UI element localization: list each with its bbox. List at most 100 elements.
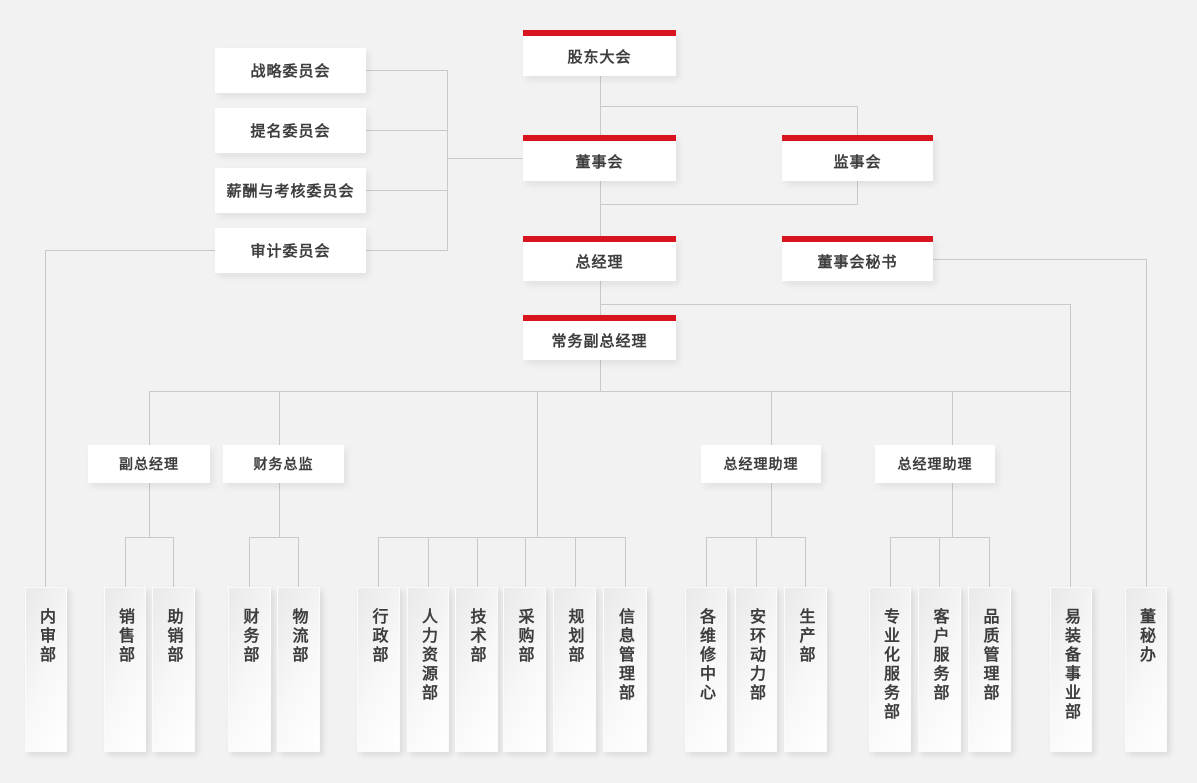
node-board-of-directors: 董事会 [523,135,676,181]
node-gm-assistant-1: 总经理助理 [701,445,821,483]
connector-line [771,391,772,445]
connector-line [173,537,174,587]
connector-line [378,537,379,587]
node-deputy-gm: 副总经理 [88,445,210,483]
connector-line [525,537,526,587]
connector-line [625,537,626,587]
connector-line [933,259,1146,260]
connector-line [149,391,1070,392]
connector-line [857,106,858,135]
connector-line [890,537,989,538]
connector-line [447,70,448,251]
node-label: 审计委员会 [250,242,331,260]
node-supervisory-board: 监事会 [782,135,933,181]
node-label: 董事会秘书 [817,253,898,271]
connector-line [600,106,858,107]
connector-line [366,70,447,71]
connector-line [600,360,601,391]
connector-line [706,537,707,587]
connector-line [857,181,858,204]
node-label: 总经理助理 [897,457,973,473]
dept-label: 信息管理部 [616,608,635,703]
connector-line [249,537,250,587]
connector-line [771,483,772,537]
dept-box: 技术部 [455,587,498,752]
node-general-manager: 总经理 [523,236,676,281]
connector-line [939,537,940,587]
connector-line [989,537,990,587]
connector-line [575,537,576,587]
dept-box: 行政部 [357,587,400,752]
connector-line [600,204,858,205]
dept-label: 人力资源部 [419,608,438,703]
dept-box: 物流部 [277,587,320,752]
dept-label: 销售部 [116,608,135,665]
dept-label: 品质管理部 [980,608,1000,703]
connector-line [706,537,805,538]
node-board-secretary: 董事会秘书 [782,236,933,281]
dept-box: 助销部 [152,587,195,752]
node-nomination-committee: 提名委员会 [215,108,366,153]
dept-label: 董秘办 [1137,608,1156,665]
dept-label: 规划部 [565,608,585,665]
dept-box: 规划部 [553,587,596,752]
connector-line [952,391,953,445]
node-label: 战略委员会 [250,62,331,80]
connector-line [805,537,806,587]
node-strategy-committee: 战略委员会 [215,48,366,93]
dept-label: 易装备事业部 [1062,608,1081,722]
connector-line [477,537,478,587]
node-label: 常务副总经理 [551,332,648,350]
connector-line [125,537,126,587]
dept-label: 专业化服务部 [881,608,900,722]
connector-line [249,537,299,538]
dept-box: 人力资源部 [407,587,449,752]
connector-line [279,391,280,445]
dept-label: 行政部 [369,608,389,665]
node-label: 董事会 [575,152,624,171]
node-label: 总经理助理 [723,457,799,473]
connector-line [600,281,601,315]
dept-label: 财务部 [240,608,260,665]
node-executive-deputy-gm: 常务副总经理 [523,315,676,360]
node-remuneration-committee: 薪酬与考核委员会 [215,168,366,213]
node-shareholders-meeting: 股东大会 [523,30,676,76]
connector-line [149,391,150,445]
connector-line [890,537,891,587]
connector-line [45,250,215,251]
dept-box: 董秘办 [1125,587,1167,752]
connector-line [125,537,173,538]
node-label: 副总经理 [119,457,179,473]
connector-line [366,250,447,251]
connector-line [756,537,757,587]
node-finance-director: 财务总监 [223,445,344,483]
connector-line [366,130,447,131]
connector-line [600,181,601,236]
dept-label: 助销部 [164,608,184,665]
dept-box: 各维修中心 [685,587,727,752]
dept-label: 技术部 [467,608,487,665]
connector-line [952,483,953,537]
dept-box: 客户服务部 [918,587,961,752]
connector-line [378,537,625,538]
connector-line [279,483,280,537]
dept-box: 安环动力部 [735,587,777,752]
dept-box: 信息管理部 [603,587,647,752]
dept-box: 内审部 [25,587,67,752]
dept-label: 生产部 [796,608,816,665]
node-label: 财务总监 [253,457,314,473]
node-label: 监事会 [833,152,882,171]
node-label: 股东大会 [567,47,632,66]
node-label: 薪酬与考核委员会 [226,182,355,200]
connector-line [447,158,523,159]
dept-label: 物流部 [289,608,309,665]
dept-label: 各维修中心 [697,608,716,703]
connector-line [537,391,538,537]
dept-box: 销售部 [104,587,146,752]
node-label: 提名委员会 [250,122,331,140]
dept-label: 内审部 [37,608,56,665]
dept-box: 易装备事业部 [1050,587,1092,752]
connector-line [149,483,150,537]
connector-line [428,537,429,587]
